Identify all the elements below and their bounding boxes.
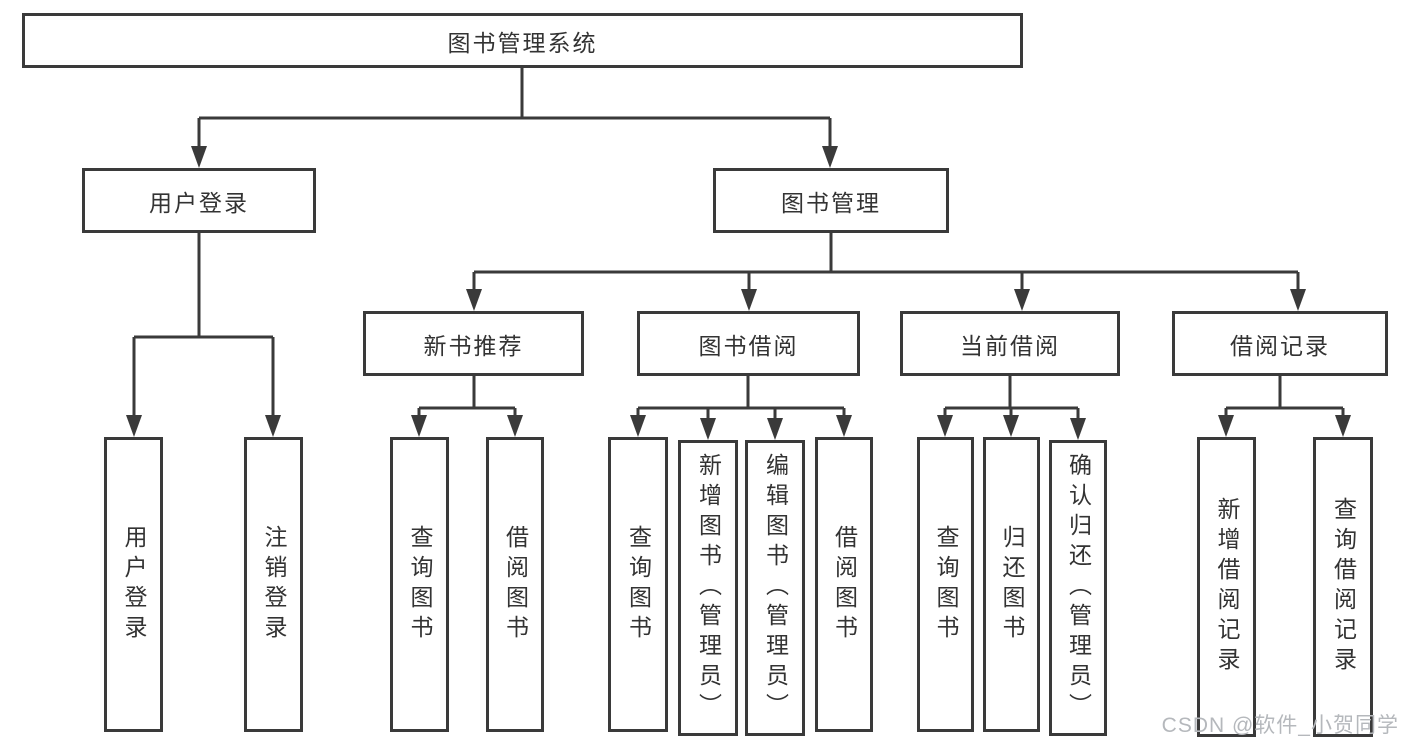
node-col-query-books-1-label: 查询图书 [407,524,433,645]
node-col-add-borrow-record-label: 新增借阅记录 [1214,497,1240,677]
node-col-add-books-admin-label: 新增图书（管理员） [695,453,722,723]
node-col-add-borrow-record: 新增借阅记录 [1197,437,1256,737]
node-col-add-books-admin: 新增图书（管理员） [678,440,738,736]
node-current-borrowing: 当前借阅 [900,311,1120,376]
node-new-book-recommend-label: 新书推荐 [423,332,524,359]
node-col-borrow-books-2: 借阅图书 [815,437,873,732]
node-col-edit-books-admin-label: 编辑图书（管理员） [762,453,789,723]
node-col-query-books-3: 查询图书 [917,437,974,732]
node-new-book-recommend: 新书推荐 [363,311,584,376]
node-col-borrow-books-1-label: 借阅图书 [502,524,529,645]
node-book-management-branch-label: 图书管理 [781,189,881,216]
node-col-return-books: 归还图书 [983,437,1040,732]
node-user-login-branch: 用户登录 [82,168,316,233]
node-col-query-books-1: 查询图书 [390,437,449,732]
arrowheads [126,146,1351,440]
node-col-user-login-label: 用户登录 [121,524,147,645]
node-col-logout-label: 注销登录 [261,524,287,645]
node-borrowing-records: 借阅记录 [1172,311,1388,376]
node-col-logout: 注销登录 [244,437,303,732]
node-col-borrow-books-2-label: 借阅图书 [831,524,858,645]
node-col-query-books-2-label: 查询图书 [625,524,652,645]
node-system-root: 图书管理系统 [22,13,1023,68]
node-col-confirm-return-admin: 确认归还（管理员） [1049,440,1107,736]
node-system-root-label: 图书管理系统 [447,29,598,56]
node-col-query-borrow-record: 查询借阅记录 [1313,437,1373,737]
node-col-query-books-3-label: 查询图书 [933,524,959,645]
node-col-query-books-2: 查询图书 [608,437,668,732]
node-book-management-branch: 图书管理 [713,168,949,233]
node-col-user-login: 用户登录 [104,437,163,732]
node-book-borrowing-label: 图书借阅 [698,332,799,359]
node-col-borrow-books-1: 借阅图书 [486,437,544,732]
node-book-borrowing: 图书借阅 [637,311,860,376]
node-col-edit-books-admin: 编辑图书（管理员） [745,440,805,736]
node-borrowing-records-label: 借阅记录 [1230,332,1330,359]
node-col-query-borrow-record-label: 查询借阅记录 [1330,497,1357,677]
connector-lines [132,68,1345,424]
node-user-login-branch-label: 用户登录 [149,189,249,216]
node-current-borrowing-label: 当前借阅 [960,332,1060,359]
node-col-confirm-return-admin-label: 确认归还（管理员） [1065,453,1092,723]
node-col-return-books-label: 归还图书 [999,524,1025,645]
csdn-watermark: CSDN @软件_小贺同学 [1161,714,1399,737]
